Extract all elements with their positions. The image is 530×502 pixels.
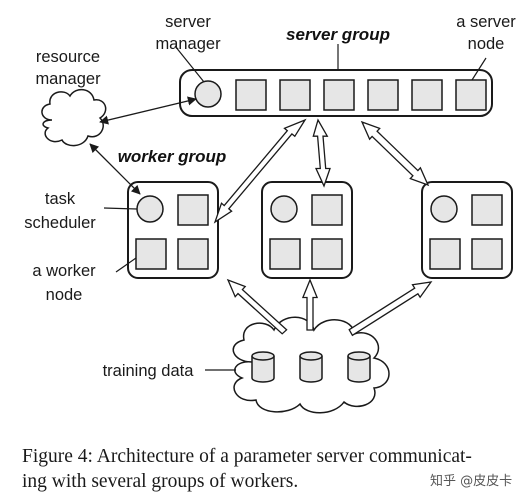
data-cylinder <box>251 351 275 383</box>
server-node <box>323 79 355 111</box>
worker-node-label-line1: a worker <box>32 262 96 280</box>
task-scheduler-circle <box>430 195 458 223</box>
worker-node <box>471 194 503 226</box>
worker-node <box>269 238 301 270</box>
worker-node <box>177 194 209 226</box>
server-worker1-arrow <box>213 118 307 224</box>
caption-line-1: Figure 4: Architecture of a parameter se… <box>22 446 472 467</box>
watermark: 知乎 @皮皮卡 <box>430 474 513 489</box>
server-manager-leader <box>174 45 205 83</box>
server-node <box>411 79 443 111</box>
resource-server-arrow <box>99 96 197 125</box>
task-scheduler-circle <box>136 195 164 223</box>
worker-group-label: worker group <box>118 147 227 166</box>
caption-line-2: ing with several groups of workers. <box>22 471 299 492</box>
server-node-label-line1: a server <box>456 13 516 31</box>
server-manager-label-line2: manager <box>155 35 221 53</box>
server-manager-label-line1: server <box>165 13 211 31</box>
server-node <box>367 79 399 111</box>
resource-manager-cloud <box>41 88 107 147</box>
server-worker-arrows <box>213 118 430 224</box>
training-data-label: training data <box>103 362 195 380</box>
server-node-leader <box>471 57 487 81</box>
worker-node <box>135 238 167 270</box>
data-worker-arrows <box>226 278 433 337</box>
worker-node-label-line2: node <box>46 286 83 304</box>
worker-node <box>177 238 209 270</box>
server-node-label-line2: node <box>468 35 505 53</box>
architecture-diagram: server manager server group a server nod… <box>24 13 516 414</box>
task-scheduler-label-line1: task <box>45 190 76 208</box>
worker-node <box>311 194 343 226</box>
server-nodes <box>235 79 487 111</box>
figure-caption: Figure 4: Architecture of a parameter se… <box>22 444 522 494</box>
server-node <box>235 79 267 111</box>
resource-manager-label-line1: resource <box>36 48 100 66</box>
data-cylinder <box>347 351 371 383</box>
resource-manager-label-line2: manager <box>35 70 101 88</box>
worker-node-leader <box>115 257 137 273</box>
worker-node <box>311 238 343 270</box>
resource-scheduler-arrow <box>89 143 141 195</box>
server-worker3-arrow <box>360 120 430 187</box>
data-worker2-arrow <box>301 278 319 331</box>
data-cylinders <box>251 351 371 383</box>
server-node <box>455 79 487 111</box>
data-worker1-arrow <box>226 278 288 335</box>
server-group-label: server group <box>286 25 390 44</box>
data-worker3-arrow <box>348 281 433 337</box>
server-worker2-arrow <box>312 118 331 188</box>
server-manager-circle <box>194 80 222 108</box>
worker-node <box>429 238 461 270</box>
data-cylinder <box>299 351 323 383</box>
task-scheduler-circle <box>270 195 298 223</box>
task-scheduler-leader <box>103 207 138 210</box>
task-scheduler-label-line2: scheduler <box>24 214 96 232</box>
worker-node <box>471 238 503 270</box>
server-node <box>279 79 311 111</box>
